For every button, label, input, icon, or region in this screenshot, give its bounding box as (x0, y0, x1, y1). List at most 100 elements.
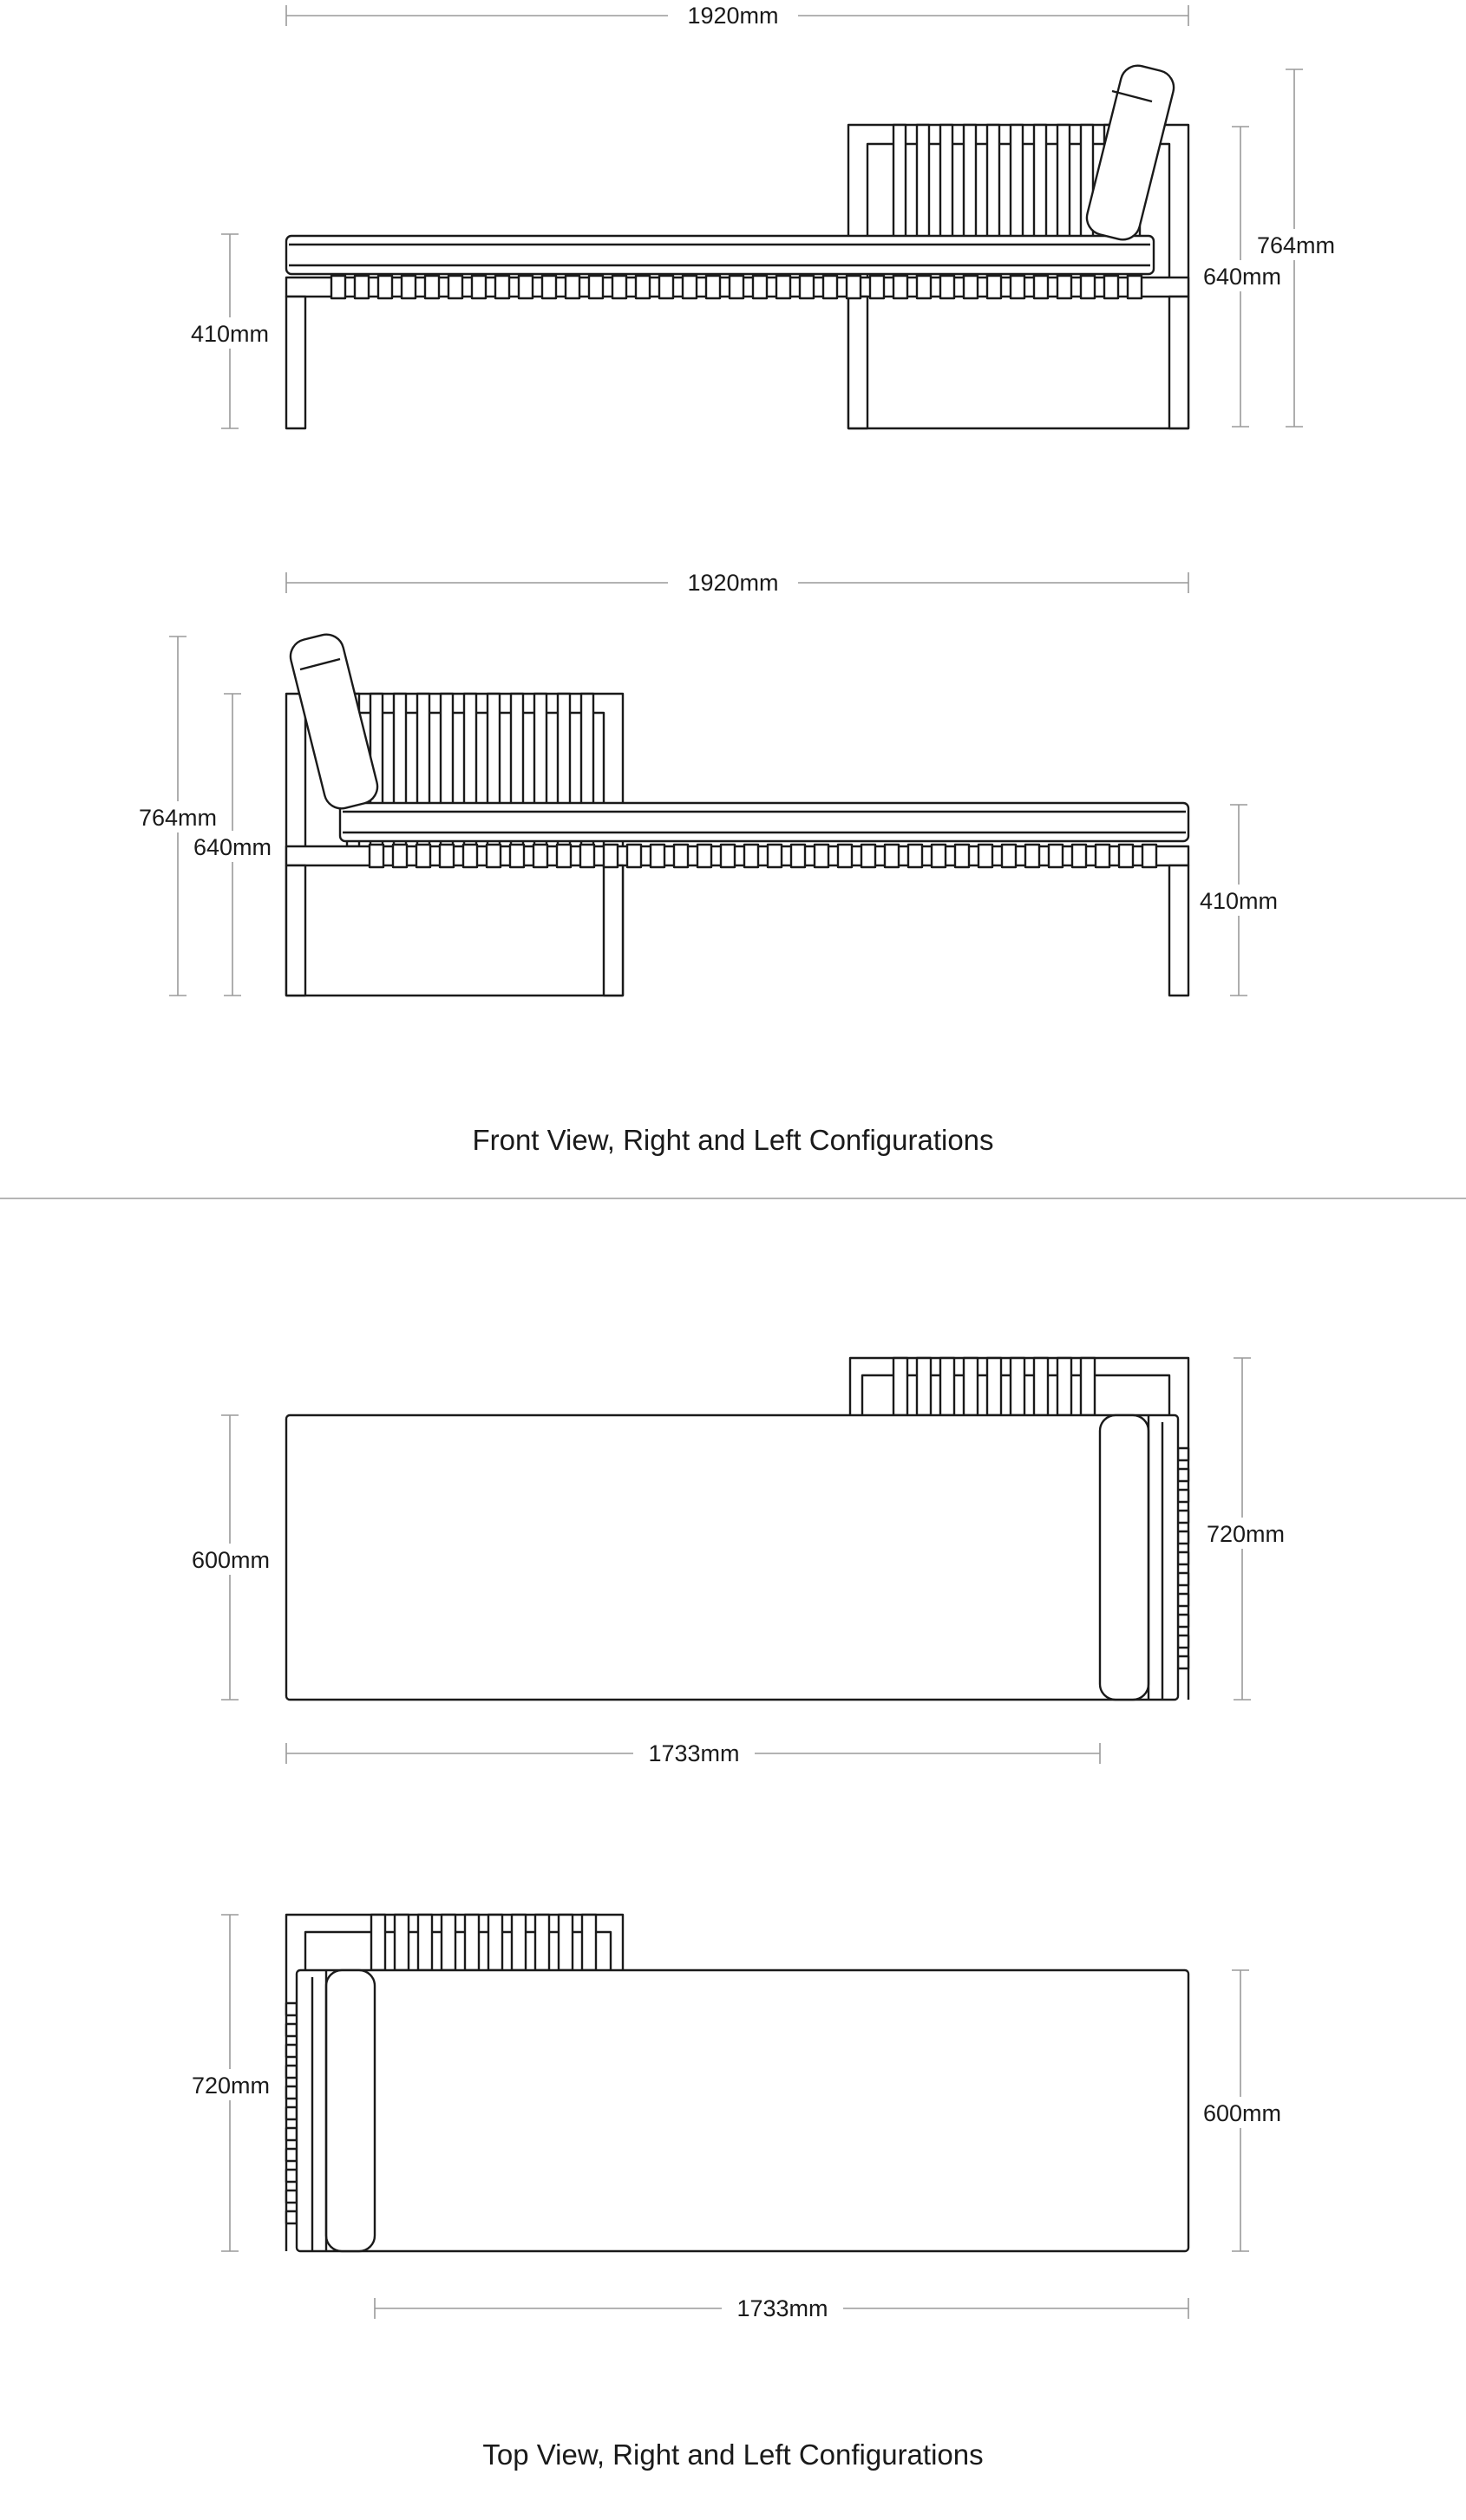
webbing-strap (1176, 1655, 1190, 1670)
webbing-strap (939, 274, 956, 300)
webbing-strap (906, 843, 924, 869)
webbing-strap (391, 843, 409, 869)
webbing-strap (766, 843, 783, 869)
depth-label: 720mm (192, 2073, 270, 2099)
webbing-strap (400, 274, 417, 300)
webbing-strap (376, 274, 394, 300)
seat-webbing (368, 843, 1158, 869)
arm-height-dimension: 640mm (186, 693, 279, 996)
back-slats (892, 1356, 1096, 1417)
webbing-strap (485, 843, 502, 869)
back-slat (487, 1913, 504, 1972)
cushion-length-dimension: 1733mm (374, 2293, 1189, 2324)
webbing-strap (743, 843, 760, 869)
back-slat (557, 1913, 574, 1972)
webbing-strap (775, 274, 792, 300)
webbing-strap (415, 843, 432, 869)
webbing-strap (977, 843, 994, 869)
webbing-strap (579, 843, 596, 869)
back-slat (1009, 1356, 1026, 1417)
depth-dimension: 720mm (184, 1914, 278, 2252)
back-height-dimension: 764mm (1249, 69, 1343, 428)
cushion-length-dimension: 1733mm (285, 1738, 1101, 1769)
seat-height-label: 410mm (1200, 888, 1278, 914)
webbing-strap (517, 274, 534, 300)
webbing-strap (1176, 1571, 1190, 1587)
seat-webbing (330, 274, 1143, 300)
back-slat (416, 1913, 434, 1972)
webbing-strap (1079, 274, 1096, 300)
back-slat (915, 1356, 933, 1417)
seat-height-dimension: 410mm (1192, 804, 1286, 996)
webbing-strap (1070, 843, 1088, 869)
chaise-front-right-drawing (285, 64, 1190, 430)
webbing-strap (353, 274, 370, 300)
webbing-strap (285, 2085, 298, 2100)
webbing-strap (836, 843, 854, 869)
back-slat (393, 1913, 410, 1972)
cushion-depth-dimension: 600mm (1195, 1969, 1289, 2252)
webbing-strap (868, 274, 886, 300)
webbing-strap (1176, 1509, 1190, 1524)
webbing-strap (602, 843, 619, 869)
webbing-strap (540, 274, 558, 300)
seat-height-dimension: 410mm (184, 233, 278, 429)
back-slat (892, 1356, 909, 1417)
width-dimension: 1920mm (285, 569, 1189, 598)
back-height-label: 764mm (139, 805, 217, 831)
webbing-strap (532, 843, 549, 869)
width-label: 1920mm (687, 3, 778, 29)
chaise-top-left-drawing (285, 1913, 1190, 2253)
width-dimension: 1920mm (285, 2, 1189, 31)
webbing-strap (587, 274, 605, 300)
cushion-depth-label: 600mm (1203, 2100, 1281, 2126)
cushion-depth-label: 600mm (192, 1547, 270, 1573)
webbing-strap (564, 274, 581, 300)
width-label: 1920mm (687, 570, 778, 596)
arm-height-label: 640mm (1203, 264, 1281, 290)
webbing-strap (649, 843, 666, 869)
back-height-dimension: 764mm (132, 636, 226, 996)
webbing-strap (962, 274, 979, 300)
webbing-strap (1056, 274, 1073, 300)
webbing-strap (330, 274, 347, 300)
back-slat (939, 1356, 956, 1417)
back-slat (962, 1356, 979, 1417)
webbing-strap (438, 843, 455, 869)
webbing-strap (285, 2043, 298, 2059)
webbing-strap (1094, 843, 1111, 869)
back-slat (440, 1913, 457, 1972)
chaise-top-right-drawing (285, 1356, 1190, 1701)
webbing-strap (285, 2189, 298, 2204)
cushion-length-label: 1733mm (648, 1740, 739, 1766)
arm-height-dimension: 640mm (1195, 126, 1289, 428)
front-view-right-config: 1920mm 410mm 640mm 764mm (184, 2, 1343, 430)
back-slat (1032, 1356, 1050, 1417)
webbing-strap (658, 274, 675, 300)
webbing-strap (1176, 1592, 1190, 1608)
webbing-strap (1126, 274, 1143, 300)
webbing-strap (461, 843, 479, 869)
top-view-right-config: 600mm 720mm 1733mm (184, 1356, 1291, 1769)
side-webbing (1176, 1446, 1190, 1670)
webbing-strap (285, 2022, 298, 2038)
webbing-strap (813, 843, 830, 869)
webbing-strap (634, 274, 651, 300)
depth-dimension: 720mm (1197, 1357, 1291, 1701)
webbing-strap (821, 274, 839, 300)
webbing-strap (285, 2105, 298, 2121)
webbing-strap (1047, 843, 1064, 869)
webbing-strap (625, 843, 643, 869)
back-slat (985, 1356, 1003, 1417)
back-slat (1079, 1356, 1096, 1417)
cushion-length-label: 1733mm (736, 2295, 828, 2321)
webbing-strap (611, 274, 628, 300)
webbing-strap (915, 274, 933, 300)
webbing-strap (681, 274, 698, 300)
cushion-depth-dimension: 600mm (184, 1414, 278, 1701)
webbing-strap (470, 274, 488, 300)
front-view-caption: Front View, Right and Left Configuration… (472, 1124, 993, 1156)
webbing-strap (1176, 1634, 1190, 1649)
chaise-front-left-drawing (285, 633, 1190, 997)
webbing-strap (1176, 1613, 1190, 1629)
